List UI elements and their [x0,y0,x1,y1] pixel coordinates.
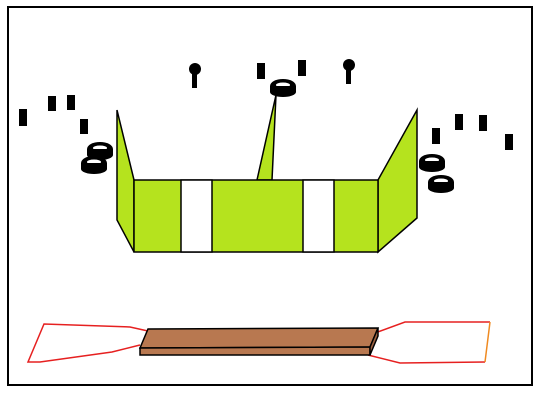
fixture-body [133,179,379,253]
plate-side [139,346,371,356]
pin-left [189,63,201,88]
fixture [116,94,418,254]
bolt-block [19,109,27,126]
nut-top-center [270,79,296,97]
bolt-block [257,63,265,79]
fixture-center-spike [256,94,277,181]
specimen-right-edge [484,321,491,363]
nut-right-upper [419,154,445,172]
bolt-block [298,60,306,76]
bolt-blocks [19,60,513,150]
fixture-right-wing [377,107,418,254]
specimen-right-grip [374,321,490,334]
nut-right-lower [428,175,454,193]
specimen [26,321,491,364]
fixture-left-wing [116,109,135,253]
plate-end [369,327,379,356]
bolt-block [80,119,88,134]
bolt-block [455,114,463,130]
bolt-block [67,95,75,110]
fixture-window-left [180,179,213,253]
bolt-block [505,134,513,150]
bolt-block [48,96,56,111]
nut-left-lower [81,156,107,174]
pin-right [343,59,355,84]
plate-top [138,327,380,349]
fixture-window-right [302,179,335,253]
bolt-block [479,115,487,131]
specimen-left-grip [26,323,149,363]
specimen-right-grip-lower [367,354,486,364]
bolt-block [432,128,440,144]
outer-frame [7,6,533,386]
